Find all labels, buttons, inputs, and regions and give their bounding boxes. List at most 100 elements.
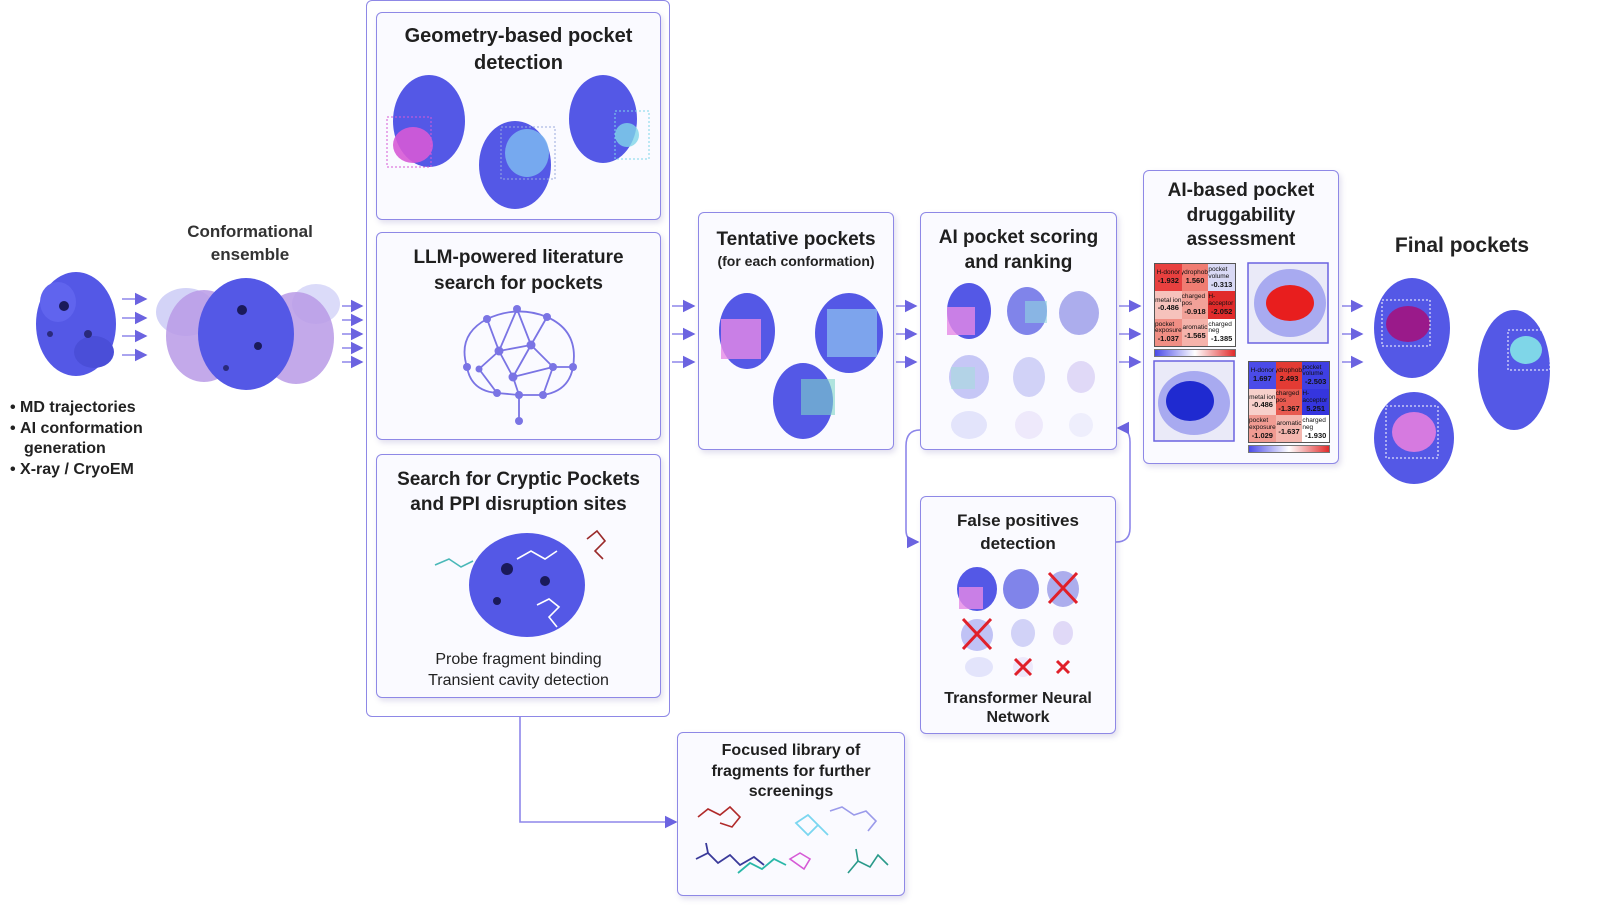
feature-label: pocket volume [1208,265,1230,280]
druggability-title: AI-based pocket druggability assessment [1144,179,1338,253]
geometry-panel: Geometry-based pocket detection [376,12,661,220]
feature-cell: pocket exposure-1.037 [1155,318,1182,346]
geometry-title-line1: Geometry-based pocket [404,25,633,47]
feature-value: -1.565 [1184,330,1206,340]
source-ai-cont: generation [10,439,143,460]
colorbar-blue [1248,445,1330,453]
false-positives-method-line1: Transformer Neural [944,690,1092,707]
false-positives-grid-image [957,567,1079,677]
feature-label: metal ion [1155,296,1182,304]
feature-label: pocket exposure [1155,320,1182,335]
pocket-render-blue [1153,360,1235,442]
feature-value: -1.932 [1157,276,1179,286]
feature-cell: charged pos-0.918 [1181,291,1209,319]
tentative-subtitle: (for each conformation) [717,253,875,269]
feature-label: charged pos [1275,390,1300,405]
scoring-title: AI pocket scoring and ranking [921,225,1116,275]
feature-value: 1.697 [1252,373,1272,383]
feature-cell: pocket volume-2.503 [1302,362,1329,389]
feature-value: -2.503 [1305,377,1327,387]
cryptic-title-line2: and PPI disruption sites [410,494,627,515]
feature-cell: metal ion-0.486 [1155,291,1182,319]
druggability-panel: AI-based pocket druggability assessment … [1143,170,1339,464]
feature-value: 5.251 [1306,403,1326,413]
source-list: • MD trajectories • AI conformation gene… [10,398,143,480]
feature-label: charged neg [1208,320,1232,335]
llm-title: LLM-powered literature search for pocket… [377,245,660,297]
source-ai: • AI conformation [10,419,143,437]
colorbar-red [1154,349,1236,357]
feature-cell: charged pos-1.367 [1275,388,1303,416]
geometry-proteins-image [386,75,650,209]
source-md-label: MD trajectories [20,399,136,416]
feature-value: -2.052 [1211,306,1233,316]
library-panel: Focused library of fragments for further… [677,732,905,896]
feature-cell: hydrophobic2.493 [1275,362,1303,389]
feature-value: -1.367 [1278,403,1300,413]
scoring-title-line1: AI pocket scoring [938,227,1099,248]
ensemble-title: Conformational ensemble [160,220,340,266]
feature-label: metal ion [1249,393,1276,401]
cryptic-protein-image [434,529,607,637]
feature-value: -0.486 [1157,303,1179,313]
source-ai-label: AI conformation [20,419,143,437]
feature-label: hydrophobic [1181,269,1209,277]
feature-value: -0.313 [1211,279,1233,289]
feature-cell: charged neg-1.385 [1208,318,1235,346]
feature-cell: H-donor-1.932 [1155,264,1182,292]
feature-label: hydrophobic [1275,366,1303,374]
scoring-panel: AI pocket scoring and ranking [920,212,1117,450]
false-positives-method: Transformer Neural Network [921,689,1115,727]
druggability-title-line1: AI-based pocket [1167,180,1315,201]
feature-value: 1.560 [1185,276,1205,286]
ensemble-title-line2: ensemble [210,245,290,264]
fragment-molecules-image [695,805,889,874]
ensemble-title-line1: Conformational [187,222,313,241]
feature-value: -1.029 [1251,430,1273,440]
feature-label: H-acceptor [1302,390,1328,405]
false-positives-title: False positives detection [921,509,1115,555]
feature-label: aromatic [1182,323,1208,331]
llm-panel: LLM-powered literature search for pocket… [376,232,661,440]
llm-title-line1: LLM-powered literature [413,247,624,268]
library-title: Focused library of fragments for further… [678,741,904,803]
feature-label: H-donor [1156,269,1181,277]
feature-cell: pocket exposure-1.029 [1249,415,1276,442]
reject-cross-icons [961,571,1079,677]
conformational-ensemble-image [156,278,340,390]
feature-value: -1.037 [1157,334,1179,344]
feature-value: 2.493 [1279,373,1299,383]
cryptic-note-line2: Transient cavity detection [428,672,609,689]
cryptic-panel: Search for Cryptic Pockets and PPI disru… [376,454,661,698]
geometry-title: Geometry-based pocket detection [377,23,660,77]
feature-table-red: H-donor-1.932 hydrophobic1.560 pocket vo… [1154,263,1236,347]
scoring-title-line2: and ranking [964,252,1073,273]
geometry-title-line2: detection [474,52,563,74]
druggability-title-line2: druggability [1186,204,1296,226]
feature-value: -1.637 [1278,427,1300,437]
library-title-line1: Focused library of [721,742,861,759]
feature-value: -1.385 [1211,334,1233,344]
tentative-panel: Tentative pockets (for each conformation… [698,212,894,450]
library-title-line2: fragments for further [711,762,871,780]
cryptic-title-line1: Search for Cryptic Pockets [397,469,640,490]
feature-label: charged neg [1302,416,1326,431]
feature-label: charged pos [1181,293,1206,308]
source-ai-label-cont: generation [24,440,106,457]
cryptic-title: Search for Cryptic Pockets and PPI disru… [377,467,660,517]
cryptic-note-line1: Probe fragment binding [435,651,602,668]
tentative-proteins-image [719,293,883,439]
false-positives-method-line2: Network [986,709,1050,726]
false-positives-title-line1: False positives [957,511,1079,530]
feature-cell: H-acceptor-2.052 [1208,291,1235,319]
library-title-line3: screenings [748,783,834,800]
feature-value: -0.918 [1184,306,1206,316]
final-title: Final pockets [1394,234,1530,257]
protein-structure-start [36,272,116,376]
false-positives-panel: False positives detection Transformer Ne… [920,496,1116,734]
feature-value: -0.486 [1251,400,1273,410]
feature-label: H-acceptor [1208,293,1234,308]
